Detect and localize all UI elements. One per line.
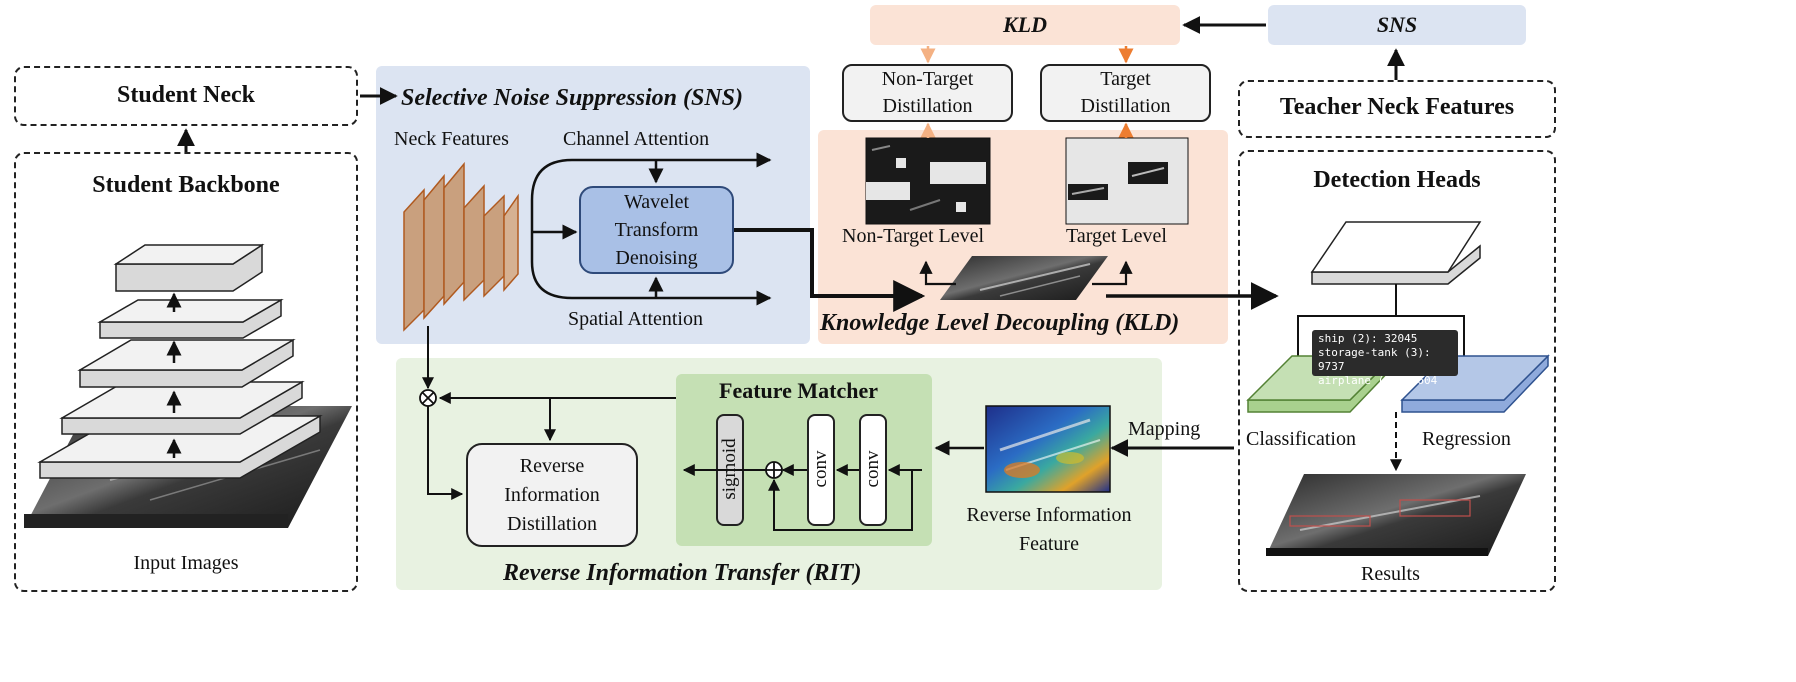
sns-box-label: SNS: [1376, 12, 1418, 37]
detection-head-plate: [1310, 221, 1482, 285]
reverse-feature-line-1: Reverse Information: [966, 504, 1132, 526]
channel-attention-label: Channel Attention: [563, 128, 710, 150]
kld-box: [870, 5, 1180, 45]
multiply-to-reverse-distillation: [427, 406, 464, 500]
teacher-neck-box: [1238, 80, 1556, 138]
classification-label: Classification: [1246, 428, 1356, 450]
reverse-distillation-box: [466, 443, 638, 547]
feature-matcher-title: Feature Matcher: [719, 378, 879, 403]
neck-feature-maps: [403, 161, 519, 332]
reverse-distillation-line-2: Information: [504, 484, 600, 506]
target-level-image: [1065, 137, 1189, 225]
input-images-label: Input Images: [133, 552, 239, 574]
target-distillation-line-2: Distillation: [1080, 95, 1171, 117]
target-distillation-line-1: Target: [1100, 68, 1151, 90]
sns-box: [1268, 5, 1526, 45]
wavelet-line-2: Transform: [614, 219, 699, 241]
teacher-neck-label: Teacher Neck Features: [1279, 94, 1515, 120]
reverse-distillation-line-1: Reverse: [519, 455, 585, 477]
results-image: [1266, 474, 1526, 556]
kld-input-image: [940, 256, 1108, 300]
reverse-feature-line-2: Feature: [1019, 533, 1079, 555]
student-backbone-label: Student Backbone: [92, 172, 280, 198]
kld-title: Knowledge Level Decoupling (KLD): [820, 310, 1180, 336]
add-node: [765, 461, 783, 479]
residual-skip-path: [768, 470, 913, 531]
kld-box-label: KLD: [1003, 12, 1047, 37]
sns-connections: [530, 152, 772, 306]
tooltip-line-3: airplane (1): 5604: [1318, 374, 1438, 387]
non-target-distillation-line-1: Non-Target: [881, 68, 974, 90]
regression-label: Regression: [1422, 428, 1511, 450]
mapping-label: Mapping: [1128, 418, 1201, 440]
wavelet-line-1: Wavelet: [623, 191, 690, 213]
student-neck-label: Student Neck: [116, 82, 255, 108]
detection-tooltip: ship (2): 32045 storage-tank (3): 9737 a…: [1312, 330, 1458, 387]
tooltip-line-2: storage-tank (3): 9737: [1318, 346, 1431, 373]
head-branch-lines: [1297, 284, 1465, 360]
multiply-node: [419, 389, 437, 407]
target-level-label: Target Level: [1066, 225, 1167, 247]
wavelet-denoising-box: [579, 186, 734, 274]
student-neck-box: [14, 66, 358, 126]
neck-features-label: Neck Features: [394, 128, 509, 150]
rit-title: Reverse Information Transfer (RIT): [503, 560, 862, 586]
tooltip-line-1: ship (2): 32045: [1318, 332, 1418, 345]
spatial-attention-label: Spatial Attention: [568, 308, 703, 330]
detection-heads-label: Detection Heads: [1313, 167, 1481, 193]
conv-box-2: [859, 414, 887, 526]
kld-arrows: [919, 260, 1133, 286]
reverse-distillation-line-3: Distillation: [507, 513, 597, 535]
reverse-information-feature-image: [985, 405, 1111, 493]
results-label: Results: [1361, 563, 1420, 585]
target-distillation-box: [1040, 64, 1211, 122]
sns-title: Selective Noise Suppression (SNS): [401, 85, 743, 111]
non-target-distillation-line-2: Distillation: [882, 95, 973, 117]
non-target-distillation-box: [842, 64, 1013, 122]
backbone-pyramid: [37, 243, 323, 479]
non-target-level-image: [865, 137, 991, 225]
conv-box-1: [807, 414, 835, 526]
wavelet-line-3: Denoising: [615, 247, 698, 269]
non-target-level-label: Non-Target Level: [842, 225, 985, 247]
wavelet-to-kld-arrow: [734, 228, 926, 312]
